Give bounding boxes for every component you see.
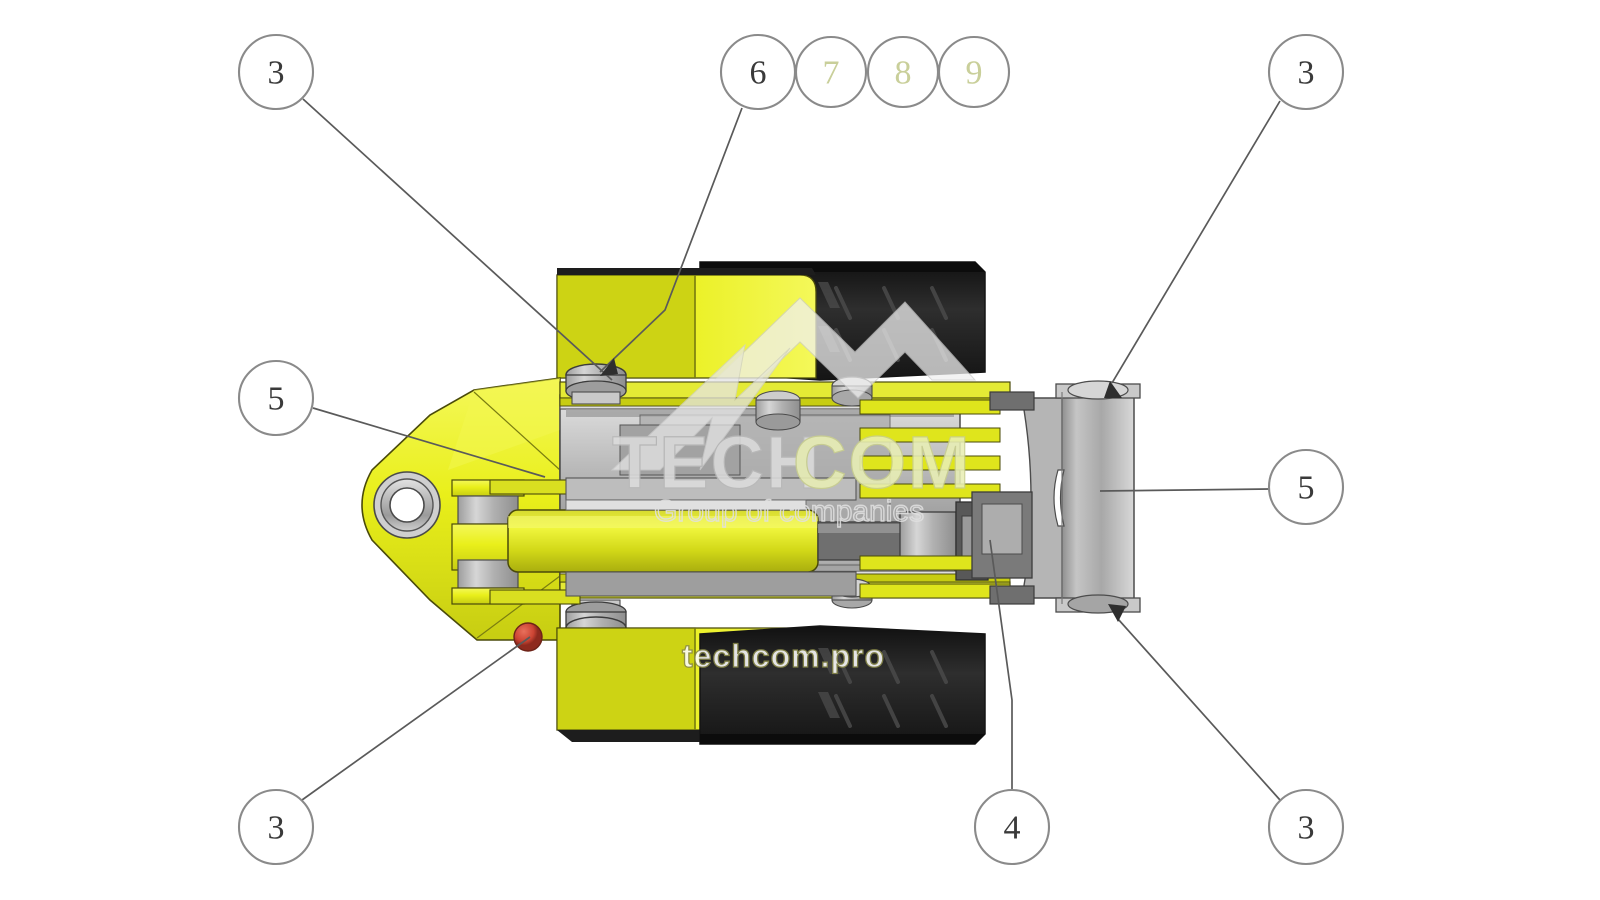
- callout-3-bottomleft-label: 3: [268, 810, 285, 847]
- arrowhead-6-icon: [600, 358, 618, 376]
- techcom-mountain-logo: [610, 297, 977, 471]
- callout-3-bottomleft[interactable]: 3: [237, 788, 315, 866]
- techcom-watermark: TECH COM Group of companies techcom.pro: [610, 297, 977, 675]
- callout-7-top[interactable]: 7: [794, 35, 868, 109]
- callout-5-right-label: 5: [1298, 470, 1315, 507]
- callout-4-bottom-label: 4: [1004, 810, 1021, 847]
- leader-5-left: [312, 407, 546, 478]
- callout-8-top-label: 8: [895, 55, 912, 92]
- callout-3-topleft-label: 3: [268, 55, 285, 92]
- grease-nipple: [513, 622, 543, 652]
- watermark-url: techcom.pro: [682, 638, 885, 674]
- watermark-tagline: Group of companies: [654, 495, 924, 528]
- callout-7-top-label: 7: [823, 55, 840, 92]
- callout-8-top[interactable]: 8: [866, 35, 940, 109]
- right-gray-roller-drum: [1021, 380, 1141, 614]
- callout-3-topright[interactable]: 3: [1267, 33, 1345, 111]
- right-yellow-fingers: [859, 399, 1011, 599]
- callout-4-bottom[interactable]: 4: [973, 788, 1051, 866]
- callout-5-right[interactable]: 5: [1267, 448, 1345, 526]
- callout-5-left[interactable]: 5: [237, 359, 315, 437]
- callout-6-top-label: 6: [750, 55, 767, 92]
- arrowhead-3-topright-icon: [1104, 381, 1122, 398]
- right-link-plates: [971, 391, 1035, 605]
- bottom-tire: [699, 625, 986, 745]
- callout-9-top[interactable]: 9: [937, 35, 1011, 109]
- leader-lines: [301, 98, 1281, 801]
- leader-6-top: [599, 107, 743, 373]
- leader-5-right: [1099, 488, 1270, 492]
- leader-3-topright: [1111, 100, 1281, 384]
- leader-3-topleft: [302, 98, 613, 381]
- arrowhead-3-bottomright-icon: [1108, 604, 1126, 622]
- leader-4-bottom: [989, 539, 1013, 790]
- watermark-brand-right: COM: [793, 421, 972, 504]
- callout-5-left-label: 5: [268, 381, 285, 418]
- callout-9-top-label: 9: [966, 55, 983, 92]
- left-pivot-eye-bushing: [373, 471, 441, 539]
- callout-3-bottomright-label: 3: [1298, 810, 1315, 847]
- callout-3-topleft[interactable]: 3: [237, 33, 315, 111]
- leader-3-bottomright: [1117, 618, 1281, 801]
- leader-3-bottomleft: [301, 636, 531, 801]
- callout-balloons: 3 6 7 8 9 3 5: [237, 33, 1345, 866]
- callout-3-topright-label: 3: [1298, 55, 1315, 92]
- callout-6-top[interactable]: 6: [719, 33, 797, 111]
- callout-3-bottomright[interactable]: 3: [1267, 788, 1345, 866]
- watermark-brand-left: TECH: [612, 421, 821, 504]
